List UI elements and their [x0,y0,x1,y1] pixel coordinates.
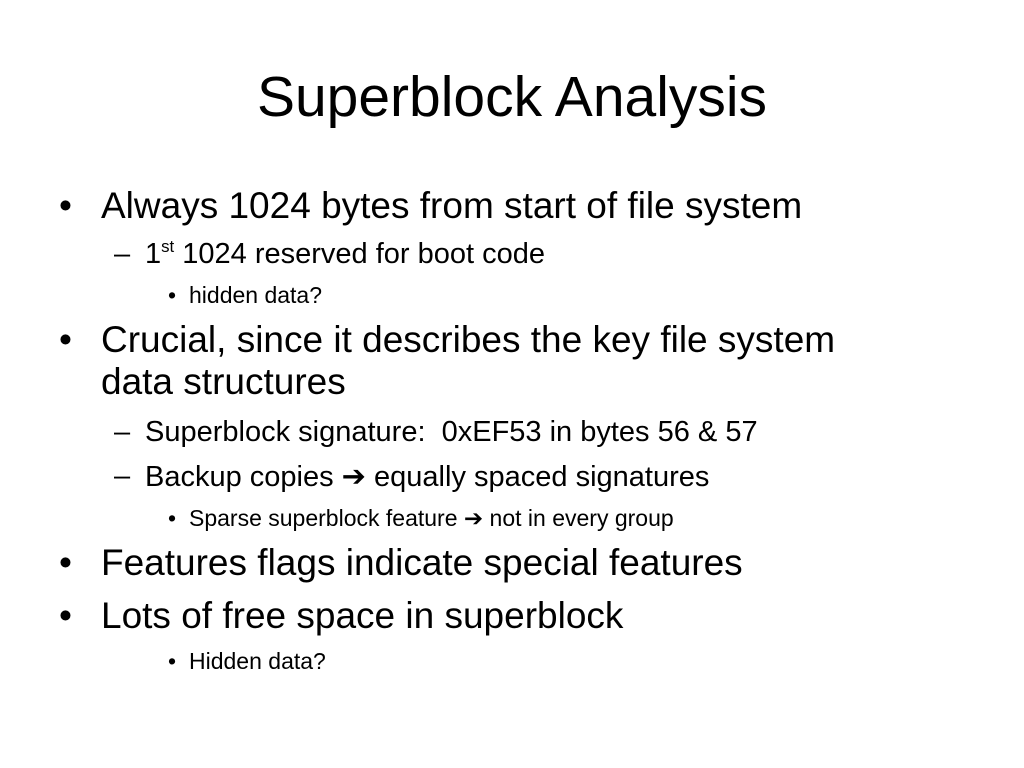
dash-marker: – [114,460,131,492]
subbullet-reserved-boot-code: – 1st 1024 reserved for boot code [114,237,546,275]
bullet-text: Always 1024 bytes from start of file sys… [101,185,803,226]
bullet-text: Superblock signature: 0xEF53 in bytes 56… [145,416,758,448]
bullet-marker: • [168,648,177,674]
bullet-text: Features flags indicate special features [101,542,743,583]
bullet-marker: • [59,185,72,226]
right-arrow-icon: ➔ [341,459,366,493]
bullet-always-1024: • Always 1024 bytes from start of file s… [59,185,803,227]
right-arrow-icon: ➔ [463,506,484,532]
dash-marker: – [114,416,131,448]
bullet-marker: • [168,505,177,531]
ordinal-number: 1 [145,238,162,270]
bullet-text-after: not in every group [483,505,674,531]
bullet-marker: • [59,542,72,583]
bullet-free-space: • Lots of free space in superblock [59,595,624,637]
bullet-crucial-continuation: data structures [101,361,346,403]
bullet-crucial: • Crucial, since it describes the key fi… [59,319,836,361]
ordinal-superscript: st [161,237,175,257]
bullet-text: Hidden data? [189,648,326,674]
bullet-text: Lots of free space in superblock [101,595,624,636]
subbullet-backup-copies: – Backup copies ➔ equally spaced signatu… [114,459,710,494]
bullet-text-before: Backup copies [145,461,342,493]
bullet-text: hidden data? [189,282,323,308]
bullet-text-after: equally spaced signatures [365,461,710,493]
bullet-marker: • [168,282,177,308]
subsubbullet-hidden-data: • hidden data? [168,281,323,309]
bullet-features-flags: • Features flags indicate special featur… [59,542,743,584]
subbullet-superblock-signature: – Superblock signature: 0xEF53 in bytes … [114,415,758,449]
bullet-text-line1: Crucial, since it describes the key file… [101,319,836,360]
bullet-text-before: Sparse superblock feature [189,505,464,531]
bullet-marker: • [59,595,72,636]
subsubbullet-hidden-data-2: • Hidden data? [168,647,326,675]
bullet-text: 1024 reserved for boot code [174,238,546,270]
dash-marker: – [114,238,131,270]
bullet-text-line2: data structures [101,361,346,402]
slide-title: Superblock Analysis [256,65,768,129]
bullet-marker: • [59,319,72,360]
subsubbullet-sparse-superblock: • Sparse superblock feature ➔ not in eve… [168,504,674,533]
